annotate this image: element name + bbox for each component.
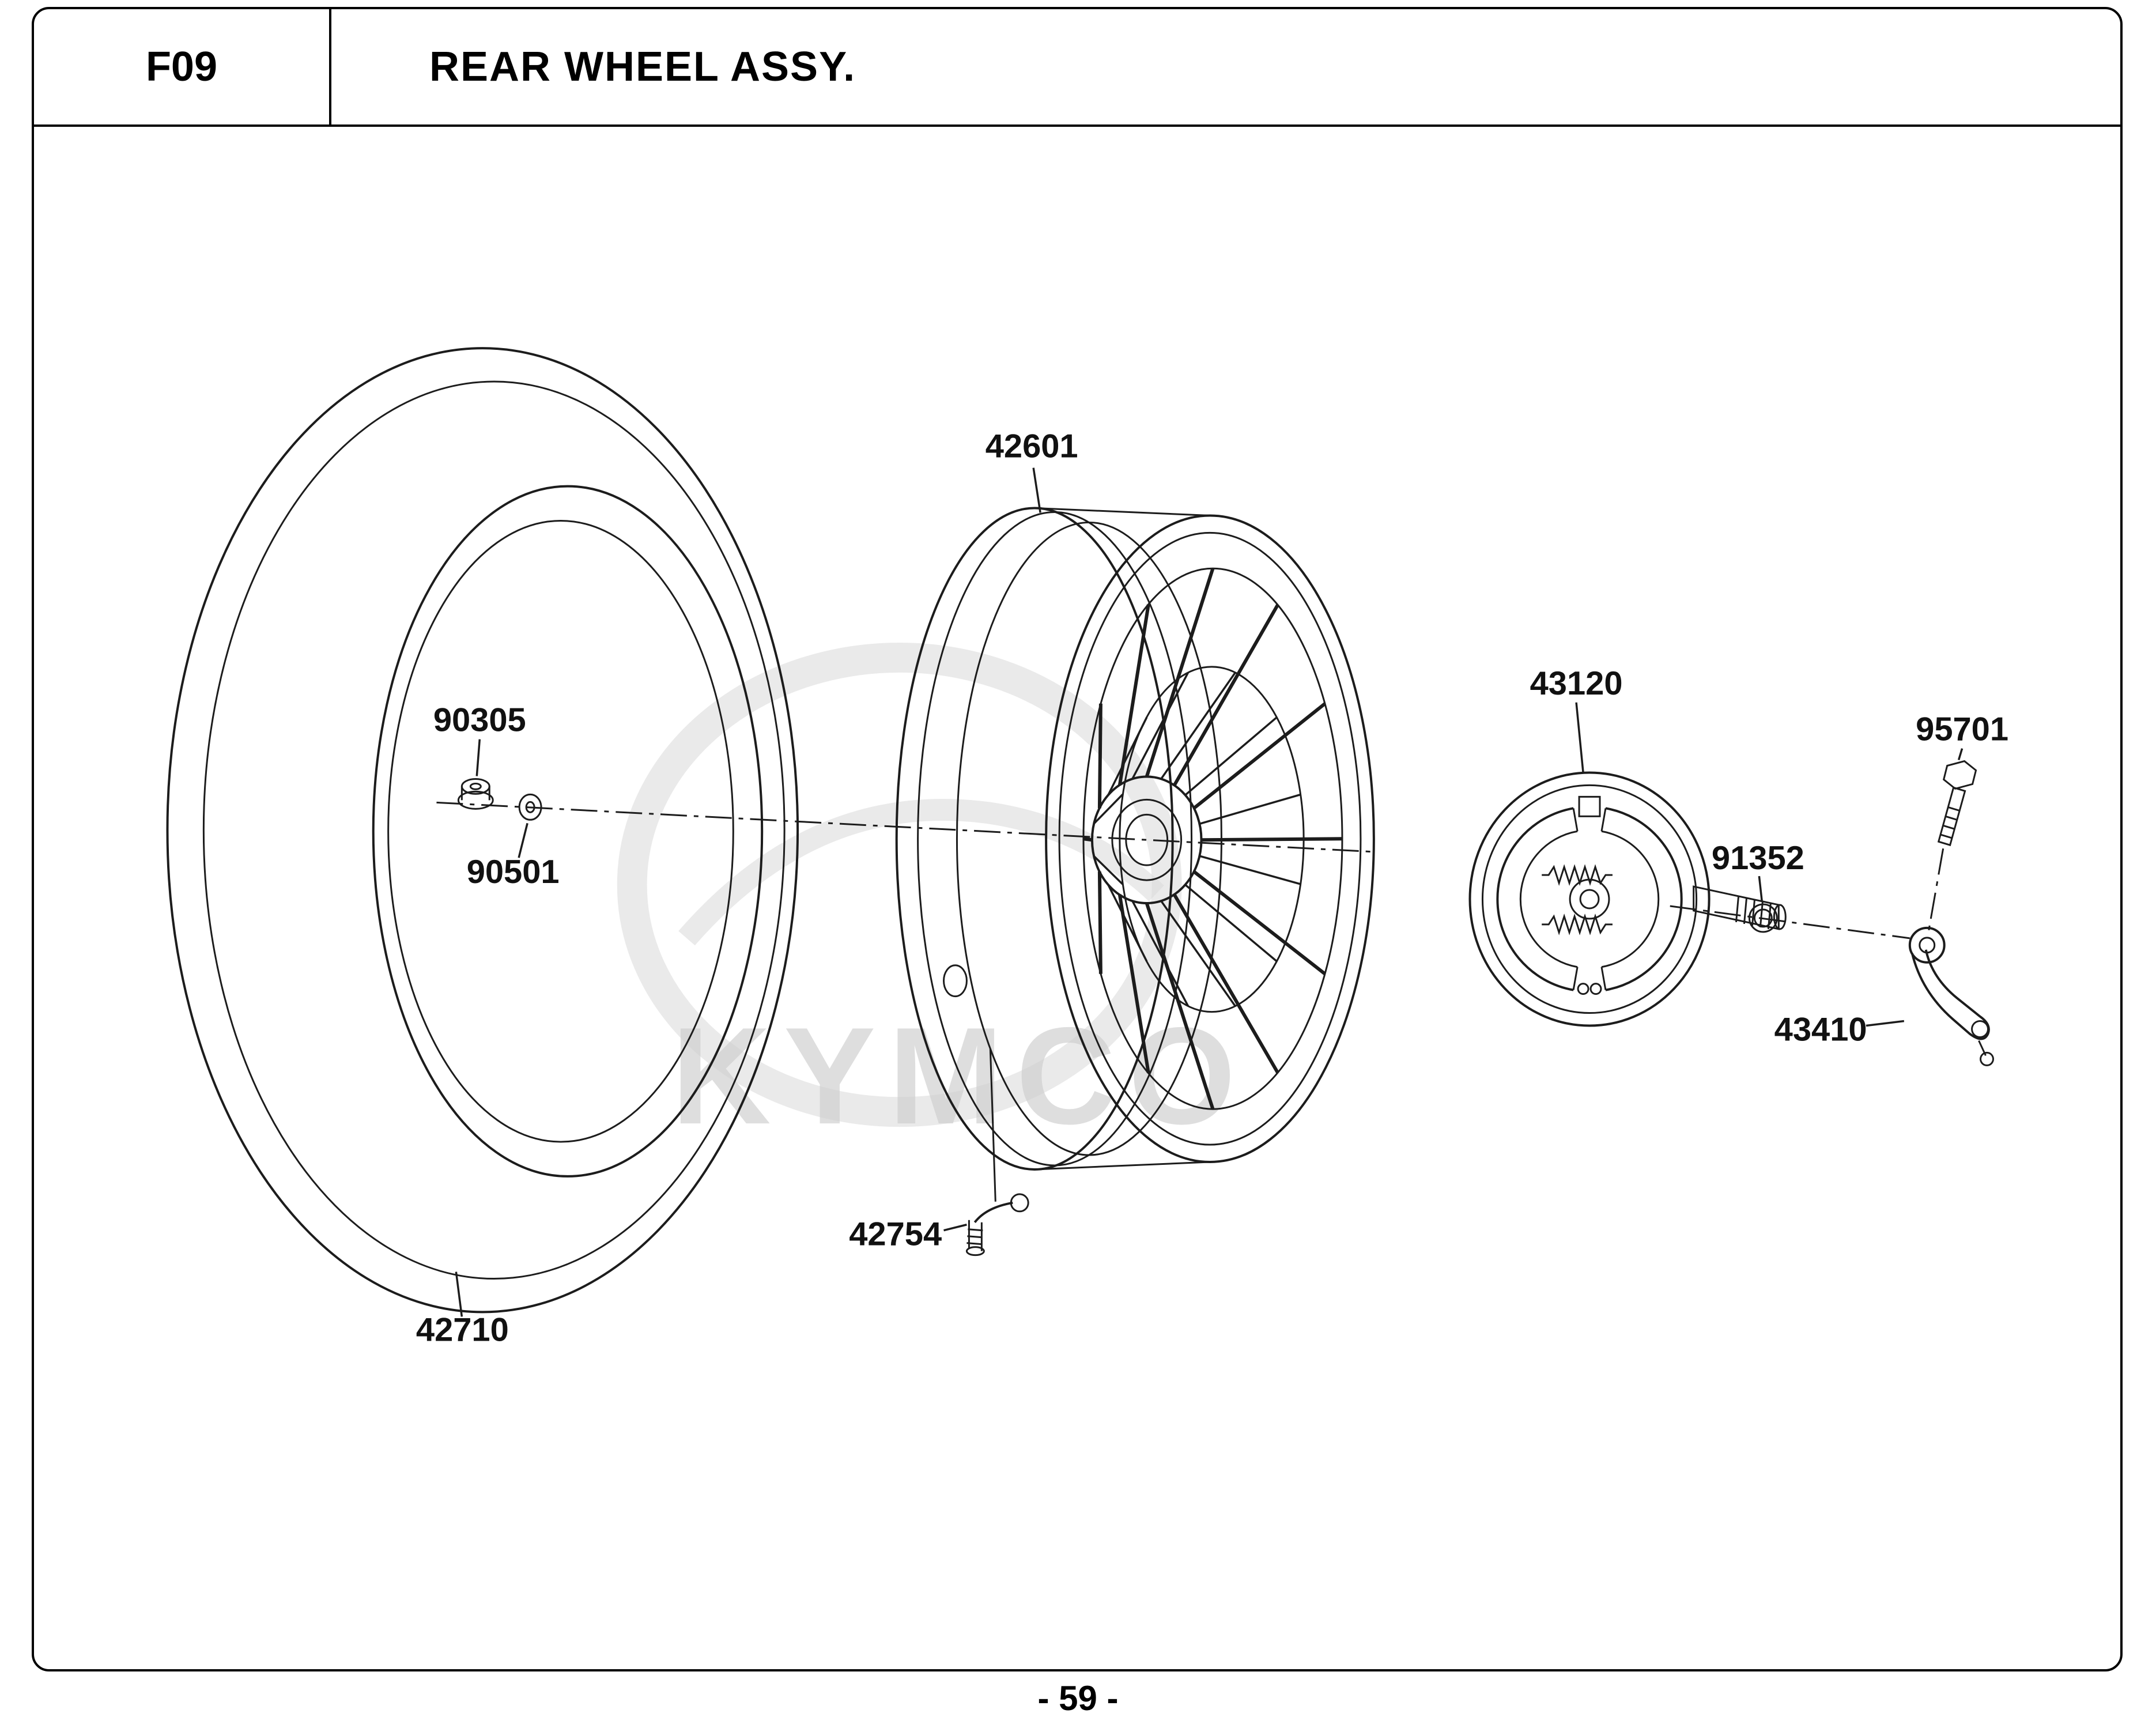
part-label-brake-arm: 43410	[1774, 1011, 1867, 1048]
header: F09 REAR WHEEL ASSY.	[34, 9, 2120, 127]
part-label-brake-panel: 43120	[1530, 665, 1623, 702]
tire-drawing: 42710	[166, 347, 799, 1348]
bolt-drawing: 95701	[1916, 711, 2008, 934]
part-label-tire: 42710	[416, 1311, 509, 1348]
page-border: F09 REAR WHEEL ASSY. KYMCO 42710	[32, 7, 2123, 1671]
section-code-box: F09	[34, 9, 331, 124]
axle-nut-drawing: 90305	[433, 702, 526, 810]
washer-drawing: 90501	[467, 793, 560, 890]
o-ring-drawing: 91352	[1712, 840, 1804, 933]
page-number: - 59 -	[1037, 1679, 1119, 1718]
part-label-washer: 90501	[467, 854, 560, 890]
page-title: REAR WHEEL ASSY.	[429, 44, 856, 90]
part-label-wheel-rim: 42601	[986, 428, 1078, 465]
part-label-bolt: 95701	[1916, 711, 2008, 748]
wheel-spokes	[1083, 568, 1343, 1110]
brake-panel-drawing: 43120	[1468, 665, 1787, 1027]
parts-diagram: KYMCO 42710 90305	[166, 347, 2008, 1348]
part-label-valve: 42754	[849, 1216, 942, 1253]
part-label-axle-nut: 90305	[433, 702, 526, 739]
wheel-rim-drawing: 42601	[895, 428, 1375, 1171]
part-label-o-ring: 91352	[1712, 840, 1804, 877]
valve-drawing: 42754	[849, 1048, 1029, 1256]
brake-arm-drawing: 43410	[1774, 926, 1994, 1066]
center-axis-line	[436, 801, 1910, 939]
section-code: F09	[145, 44, 218, 90]
wheel-hub	[1090, 775, 1203, 904]
